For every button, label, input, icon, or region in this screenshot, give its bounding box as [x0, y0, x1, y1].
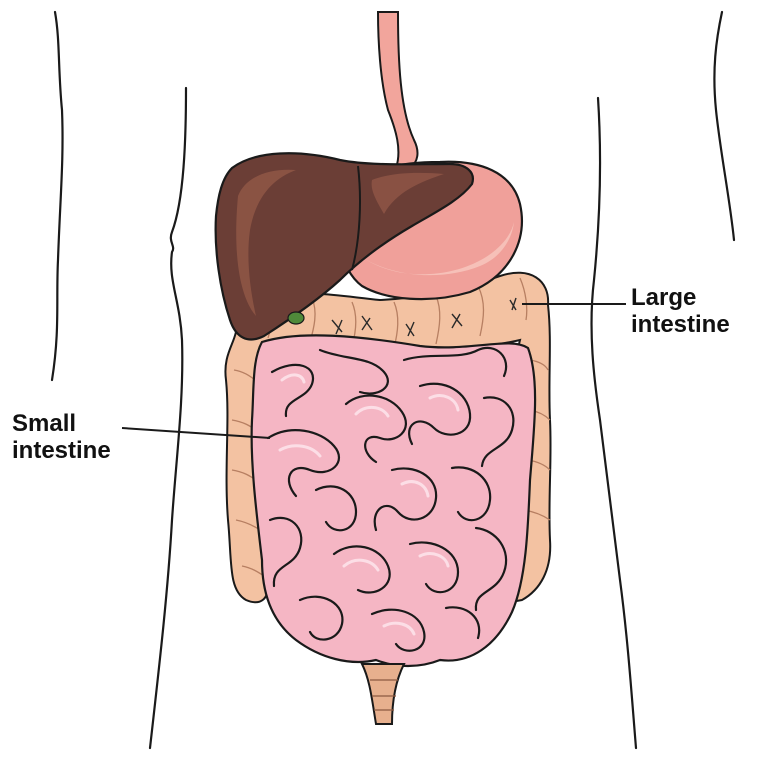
left-torso-outline: [148, 86, 188, 750]
right-torso-outline: [590, 96, 638, 750]
liver-lobe-division: [351, 165, 361, 271]
liver: [214, 152, 474, 341]
small-intestine: [250, 334, 537, 668]
large-intestine-label-line2: intestine: [631, 311, 730, 338]
esophagus: [376, 11, 419, 169]
small-intestine-coils: [266, 346, 515, 652]
large-intestine-label: Large intestine: [631, 284, 730, 338]
colon-haustra: [231, 277, 551, 577]
right-arm-outline: [713, 10, 736, 242]
small-intestine-label-line2: intestine: [12, 437, 111, 464]
large-intestine-label-line1: Large: [631, 284, 697, 311]
small-intestine-leader-line: [121, 427, 271, 439]
left-arm-outline: [50, 10, 64, 382]
rectum: [360, 663, 406, 725]
body-outline: [50, 10, 736, 750]
small-intestine-highlights: [278, 373, 460, 636]
gallbladder: [287, 311, 305, 325]
small-intestine-label-line1: Small: [12, 410, 77, 437]
small-intestine-label: Small intestine: [12, 410, 111, 464]
rectum-folds: [370, 679, 398, 711]
liver-highlight: [236, 169, 296, 316]
liver-highlight-right: [371, 172, 444, 214]
